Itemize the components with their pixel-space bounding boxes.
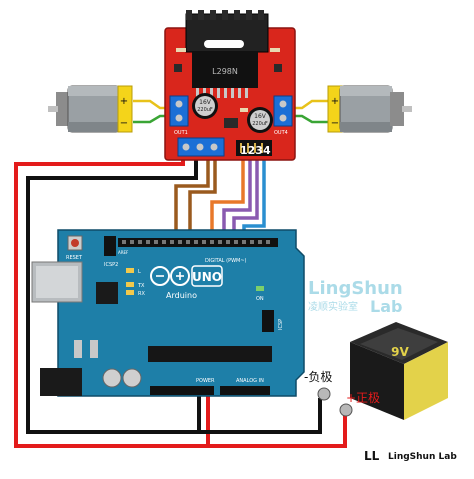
rx-label: RX	[138, 291, 145, 297]
capacitor-left: 16V 220uF	[192, 93, 218, 119]
watermark: LingShun 凌顺实验室 Lab	[308, 278, 403, 316]
wire-right-yellow	[290, 99, 328, 110]
chip-label: L298N	[212, 67, 238, 76]
wire-orange	[210, 156, 245, 242]
on-led	[256, 286, 264, 291]
digital-pins	[122, 240, 270, 244]
power-label: POWER	[196, 378, 215, 384]
out-right-label: OUT4	[274, 130, 288, 136]
cap-left-line2: 220uF	[197, 107, 213, 113]
wire-brown-1	[174, 152, 210, 242]
battery-negative-label: -负极	[304, 370, 332, 384]
terminal-power	[177, 137, 225, 157]
motor-left-plus: +	[120, 96, 128, 107]
tx-led	[126, 282, 134, 287]
motor-left: + −	[48, 85, 133, 133]
icsp-label: ICSP	[278, 319, 284, 330]
l298n-chip	[192, 52, 258, 88]
analog-header	[220, 386, 270, 395]
on-label: ON	[256, 296, 264, 302]
watermark-line2-en: Lab	[370, 297, 402, 316]
battery-voltage: 9V	[391, 345, 409, 359]
wire-purple-1	[222, 156, 252, 242]
battery-terminal-pos	[339, 403, 353, 417]
digital-label: DIGITAL (PWM~)	[205, 258, 247, 264]
arduino-cap-1	[102, 368, 122, 388]
l-led-label: L	[138, 269, 141, 275]
terminal-out-right	[273, 95, 293, 127]
usb-chip	[96, 282, 118, 304]
arduino-logo	[150, 266, 190, 286]
footer-logo: LL	[364, 449, 380, 463]
chip-pins	[196, 88, 248, 98]
battery-terminal-neg	[317, 387, 331, 401]
signal-wires	[174, 152, 266, 242]
wire-brown-2	[188, 152, 217, 242]
power-header	[150, 386, 214, 395]
capacitor-right: 16V 220uF	[247, 107, 273, 133]
motor-right-plus: +	[331, 96, 339, 107]
battery-9v: 9V	[317, 322, 448, 420]
watermark-line1: LingShun	[308, 278, 403, 299]
wire-black-gnd	[26, 152, 322, 434]
cap-right-line2: 220uF	[252, 121, 268, 127]
brand-label: Arduino	[166, 291, 197, 300]
motor-right: + −	[327, 85, 412, 133]
input-header	[236, 140, 272, 156]
reset-label: RESET	[66, 255, 83, 261]
wire-right-green	[290, 114, 328, 124]
wire-blue	[242, 156, 266, 242]
cap-right-line1: 16V	[254, 113, 267, 120]
atmega-chip	[148, 346, 272, 362]
cap-left-line1: 16V	[199, 99, 212, 106]
heatsink	[185, 10, 269, 53]
icsp2-label: ICSP2	[104, 262, 118, 268]
motor-left-minus: −	[120, 118, 128, 129]
analog-label: ANALOG IN	[236, 378, 264, 384]
arduino-cap-2	[122, 368, 142, 388]
l-led	[126, 268, 134, 273]
out-left-label: OUT1	[174, 130, 188, 136]
tx-label: TX	[137, 283, 145, 289]
watermark-line2-cn: 凌顺实验室	[308, 300, 358, 313]
wire-red-power	[14, 152, 347, 448]
motor-right-minus: −	[331, 118, 339, 129]
uno-label: UNO	[192, 270, 222, 284]
terminal-out-left	[169, 95, 189, 127]
battery-positive-label: +正极	[346, 391, 380, 405]
dc-jack	[40, 368, 82, 396]
arduino-uno: RESET ICSP2 AREF DIGITAL (PWM~) L TX RX	[31, 229, 305, 397]
rx-led	[126, 290, 134, 295]
footer-name: LingShun Lab	[388, 452, 457, 462]
l298n-driver: L298N 16V 220uF 16V 220uF	[164, 10, 296, 161]
aref-label: AREF	[118, 250, 129, 255]
input-pin-numbers: 1234	[240, 144, 271, 157]
